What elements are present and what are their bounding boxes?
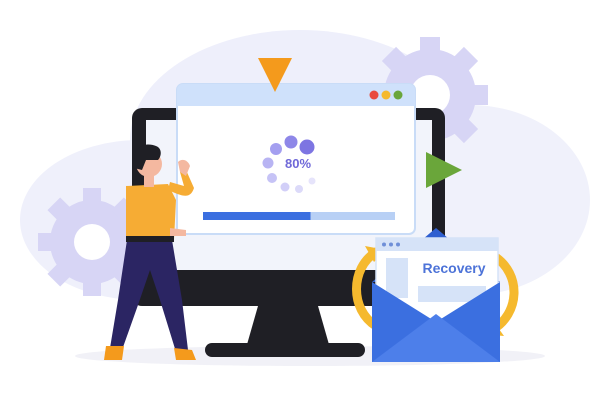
person-belt — [126, 236, 174, 242]
person-shoe-right — [174, 348, 196, 360]
browser-content — [180, 106, 412, 231]
progress-percentage-label: 80% — [284, 156, 312, 171]
person-arm — [168, 170, 194, 196]
recovery-card-line — [418, 286, 486, 302]
window-maximize-dot — [393, 90, 403, 100]
person-hand — [178, 159, 190, 176]
down-triangle-icon — [258, 58, 292, 92]
play-icon — [426, 152, 462, 188]
envelope-icon — [372, 228, 500, 362]
monitor-neck — [246, 306, 330, 348]
browser-window — [176, 83, 416, 235]
progress-bar — [203, 212, 395, 220]
monitor-base — [205, 343, 365, 357]
person-arm-lower — [170, 228, 186, 236]
recovery-card-label: Recovery — [422, 260, 486, 276]
person-hair — [134, 144, 161, 170]
recovery-card-image — [386, 258, 408, 298]
progress-fill — [203, 212, 311, 220]
person-legs — [110, 240, 188, 352]
person-shirt — [126, 184, 176, 240]
person-neck — [144, 175, 154, 187]
loading-spinner-icon — [262, 135, 316, 193]
window-close-dot — [369, 90, 379, 100]
window-minimize-dot — [381, 90, 391, 100]
refresh-arrow-left — [352, 247, 381, 331]
person — [104, 144, 196, 360]
person-shoe-left — [104, 346, 124, 360]
envelope-front-fold — [372, 314, 500, 362]
recovery-card-header — [376, 238, 498, 251]
